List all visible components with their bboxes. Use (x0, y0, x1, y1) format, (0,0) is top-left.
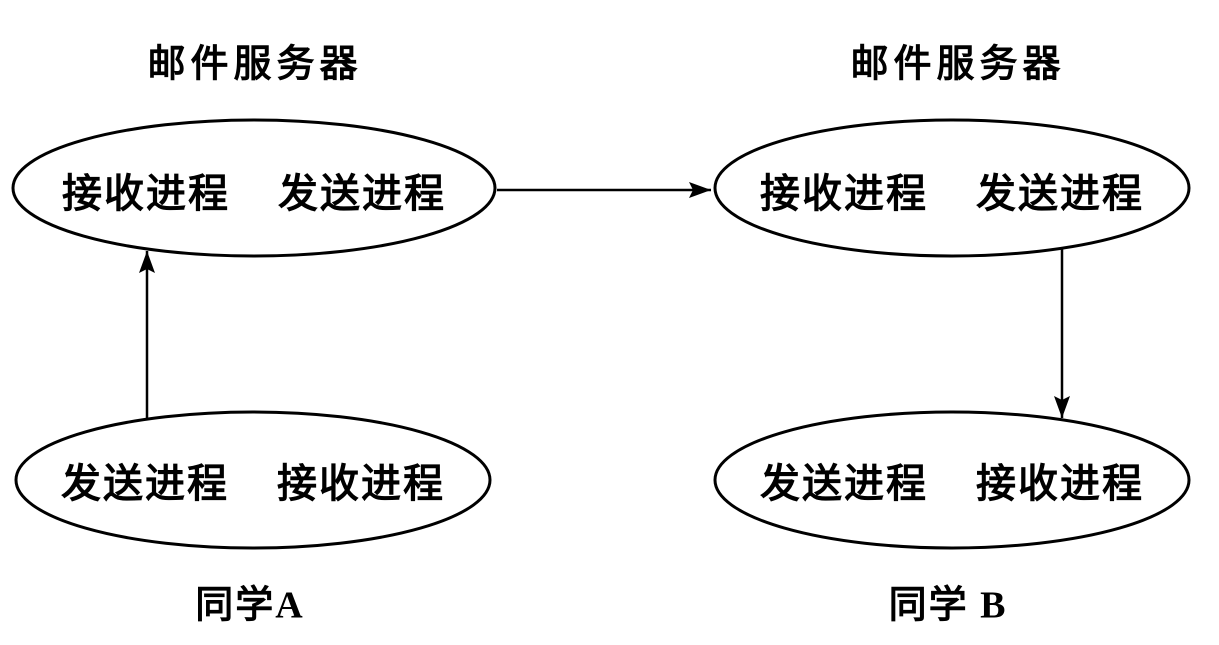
client-b-send-process: 发送进程 (760, 461, 928, 506)
client-b-receive-process: 接收进程 (976, 461, 1144, 506)
server-a-receive-process: 接收进程 (62, 171, 230, 216)
client-b-label: 同学 B (888, 584, 1008, 627)
client-a-processes: 发送进程 接收进程 (61, 451, 445, 509)
server-b-title: 邮件服务器 (850, 43, 1066, 86)
client-a-send-process: 发送进程 (61, 461, 229, 506)
server-b-receive-process: 接收进程 (760, 171, 928, 216)
server-b-processes: 接收进程 发送进程 (760, 161, 1144, 219)
client-a-receive-process: 接收进程 (277, 461, 445, 506)
client-a-label: 同学A (195, 584, 305, 627)
client-a-ellipse (14, 410, 492, 550)
server-a-title: 邮件服务器 (147, 43, 363, 86)
server-b-send-process: 发送进程 (976, 171, 1144, 216)
server-a-processes: 接收进程 发送进程 (62, 161, 446, 219)
server-a-ellipse (11, 118, 497, 258)
server-a-send-process: 发送进程 (278, 171, 446, 216)
client-b-ellipse (713, 410, 1191, 550)
client-b-processes: 发送进程 接收进程 (760, 451, 1144, 509)
server-b-ellipse (713, 118, 1191, 258)
